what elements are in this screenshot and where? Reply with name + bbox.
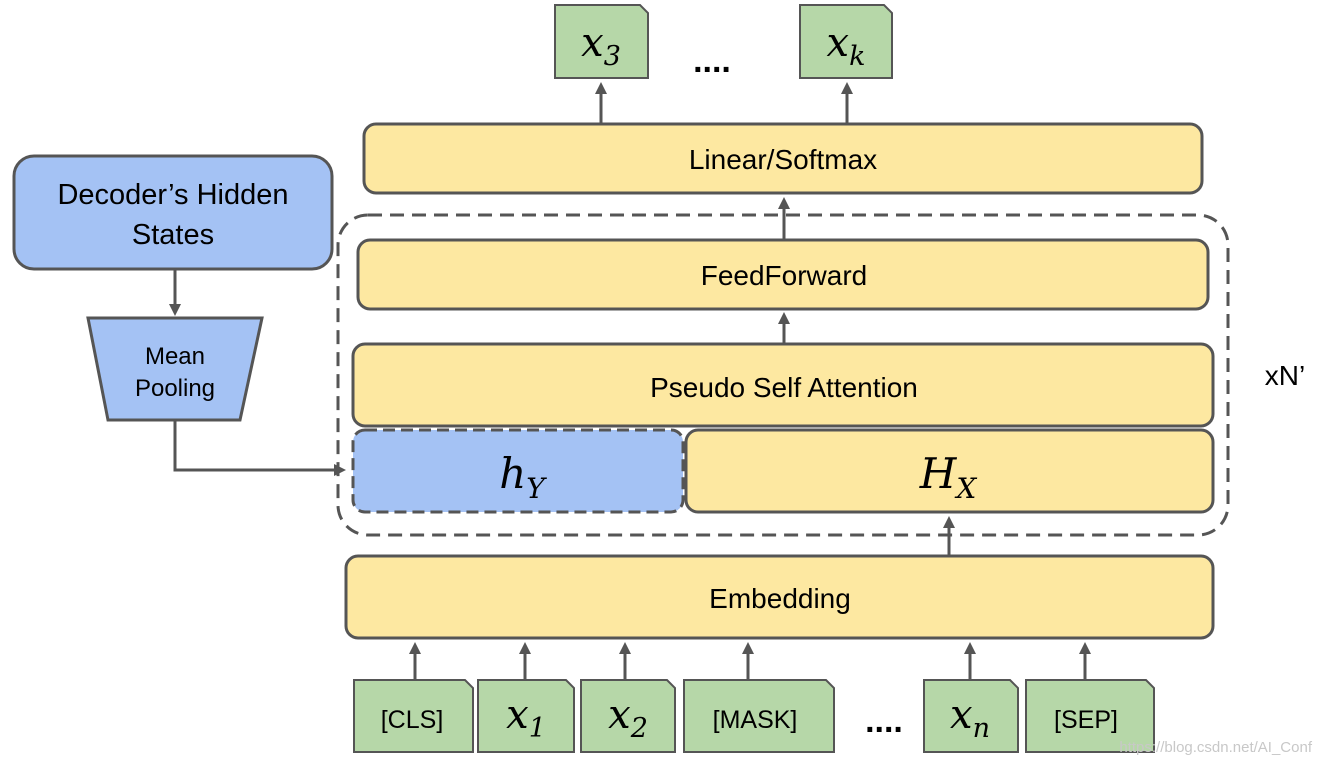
input-token-x1: x1 xyxy=(477,679,575,753)
feedforward-layer: FeedForward xyxy=(356,238,1210,311)
mean-pooling-label-line2: Pooling xyxy=(135,375,215,402)
svg-text:xk: xk xyxy=(827,20,866,72)
hy-box: hY xyxy=(351,428,685,514)
input-token-mask: [MASK] xyxy=(683,679,835,753)
input-xn-base: x xyxy=(950,692,973,738)
embedding-layer: Embedding xyxy=(344,554,1215,640)
hy-sub: Y xyxy=(526,472,547,505)
linear-softmax-label: Linear/Softmax xyxy=(689,144,877,175)
input-x1-base: x xyxy=(506,692,529,738)
svg-text:x1: x1 xyxy=(506,692,546,744)
mean-pooling-box: Mean Pooling xyxy=(86,316,264,422)
repeat-label: xN’ xyxy=(1265,360,1305,391)
input-token-cls: [CLS] xyxy=(353,679,474,753)
input-xn-sub: n xyxy=(973,713,990,744)
watermark-text: https://blog.csdn.net/AI_Conf xyxy=(1119,739,1312,756)
output-xk-base: x xyxy=(827,20,850,66)
input-x2-base: x xyxy=(608,692,631,738)
decoder-hidden-states-label-line2: States xyxy=(132,219,214,251)
input-token-sep: [SEP] xyxy=(1025,679,1155,753)
output-token-xk: xk xyxy=(799,4,893,79)
output-token-x3: x3 xyxy=(554,4,649,79)
input-mask-label: [MASK] xyxy=(713,706,798,734)
svg-text:HX: HX xyxy=(919,449,978,505)
svg-text:x3: x3 xyxy=(581,20,621,72)
repeat-block-border xyxy=(336,213,1230,537)
svg-text:x2: x2 xyxy=(608,692,648,744)
input-ellipsis: .... xyxy=(865,702,903,740)
feedforward-label: FeedForward xyxy=(701,260,868,291)
decoder-hidden-states-box: Decoder’s Hidden States xyxy=(12,154,334,271)
mean-pooling-label-line1: Mean xyxy=(145,343,205,370)
output-ellipsis: .... xyxy=(693,42,731,80)
embedding-label: Embedding xyxy=(709,583,851,614)
output-x3-base: x xyxy=(581,20,604,66)
input-x2-sub: 2 xyxy=(630,713,648,744)
input-token-x2: x2 xyxy=(580,679,676,753)
input-sep-label: [SEP] xyxy=(1054,706,1118,734)
pseudo-self-attention-label: Pseudo Self Attention xyxy=(650,372,918,403)
linear-softmax-layer: Linear/Softmax xyxy=(362,122,1204,195)
hx-sub: X xyxy=(954,472,977,505)
hx-base: H xyxy=(919,449,958,498)
svg-text:hY: hY xyxy=(499,449,547,505)
input-x1-sub: 1 xyxy=(529,713,546,744)
output-xk-sub: k xyxy=(849,41,865,72)
hx-box: HX xyxy=(684,428,1215,514)
decoder-hidden-states-label-line1: Decoder’s Hidden xyxy=(57,179,288,211)
pseudo-self-attention-layer: Pseudo Self Attention xyxy=(351,342,1215,428)
arrow-pooling-to-hy xyxy=(173,420,346,476)
input-cls-label: [CLS] xyxy=(381,706,444,734)
input-token-xn: xn xyxy=(923,679,1019,753)
output-x3-sub: 3 xyxy=(604,41,621,72)
svg-text:xn: xn xyxy=(950,692,990,744)
hy-base: h xyxy=(499,449,526,498)
